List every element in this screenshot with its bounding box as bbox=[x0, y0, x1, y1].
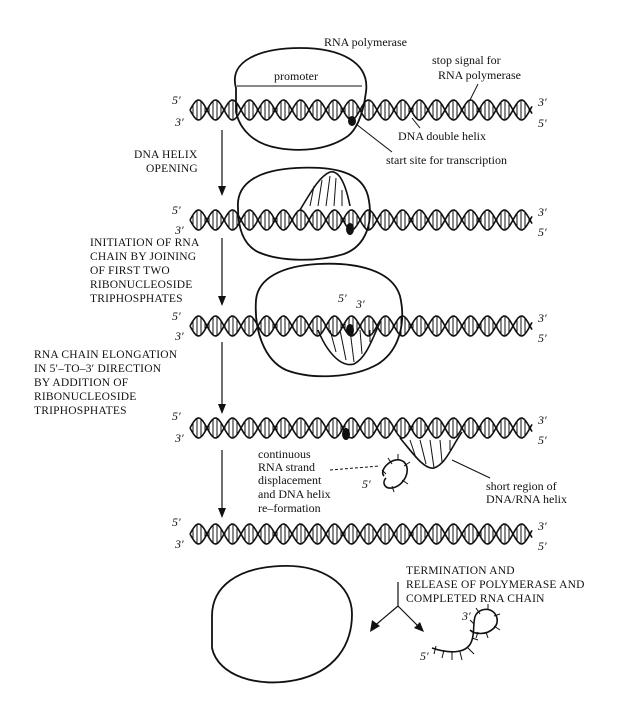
initiation-caption-1: INITIATION OF RNA bbox=[90, 237, 200, 249]
open-bubble-lines bbox=[309, 175, 343, 207]
nascent-rna-chain-4 bbox=[381, 459, 408, 489]
start-site-mark bbox=[348, 116, 356, 126]
release-arrow-head-left bbox=[370, 620, 380, 632]
h3-right-5: 5′ bbox=[538, 331, 547, 345]
elongation-caption-4: RIBONUCLEOSIDE bbox=[34, 391, 136, 403]
stage-4-elongation: 5′ continuous RNA strand displacement an… bbox=[258, 428, 567, 515]
continuous-label-4: and DNA helix bbox=[258, 487, 331, 501]
continuous-pointer bbox=[329, 465, 381, 471]
rna-5-end-label: 5′ bbox=[338, 291, 347, 305]
first-nucleotides-mark bbox=[346, 324, 354, 336]
rna-5-end-label-final: 5′ bbox=[420, 649, 429, 663]
arrow-3-head bbox=[218, 404, 226, 414]
arrow-1-head bbox=[218, 186, 226, 196]
elongation-caption-5: TRIPHOSPHATES bbox=[34, 405, 127, 417]
h5-left-5: 5′ bbox=[172, 515, 181, 529]
h2-left-5: 5′ bbox=[172, 203, 181, 217]
dna-helix-3 bbox=[189, 315, 533, 337]
elongation-caption-2: IN 5′–TO–3′ DIRECTION bbox=[34, 363, 162, 375]
stop-signal-pointer bbox=[469, 83, 479, 101]
release-arrow-head-right bbox=[414, 622, 424, 632]
start-site-mark-2 bbox=[346, 223, 354, 235]
open-bubble-top bbox=[299, 171, 351, 211]
rna-chain-ticks bbox=[381, 454, 411, 493]
termination-label-2: RELEASE OF POLYMERASE AND bbox=[406, 579, 585, 591]
h2-right-5: 5′ bbox=[538, 225, 547, 239]
initiation-caption-4: RIBONUCLEOSIDE bbox=[90, 279, 192, 291]
h5-right-5: 5′ bbox=[538, 539, 547, 553]
stage-3-initiation: 5′ 3′ bbox=[254, 262, 404, 378]
initiation-caption-3: OF FIRST TWO bbox=[90, 265, 170, 277]
promoter-label: promoter bbox=[274, 69, 318, 83]
h4-right-3: 3′ bbox=[537, 413, 547, 427]
h3-right-3: 3′ bbox=[537, 311, 547, 325]
released-polymerase bbox=[211, 565, 353, 684]
opening-caption-2: OPENING bbox=[146, 163, 198, 175]
arrow-4-head bbox=[218, 508, 226, 518]
h1-left-5: 5′ bbox=[172, 93, 181, 107]
h1-right-5: 5′ bbox=[538, 116, 547, 130]
dna-helices bbox=[189, 99, 533, 545]
dna-double-helix-label: DNA double helix bbox=[398, 129, 486, 143]
open-bubble-bottom bbox=[317, 321, 381, 366]
h4-right-5: 5′ bbox=[538, 433, 547, 447]
dna-helix-2 bbox=[189, 209, 533, 231]
short-region-pointer bbox=[451, 459, 491, 479]
continuous-label-1: continuous bbox=[258, 447, 311, 461]
h3-left-5: 5′ bbox=[172, 309, 181, 323]
stage-6-termination: 3′ 5′ TERMINATION AND RELEASE OF POLYMER… bbox=[211, 565, 585, 684]
start-site-pointer bbox=[355, 123, 393, 153]
arrow-2-head bbox=[218, 296, 226, 306]
h4-left-5: 5′ bbox=[172, 409, 181, 423]
dna-helix-4 bbox=[189, 417, 533, 439]
rna-polymerase-outline-1 bbox=[233, 47, 368, 151]
bubble-lines-4 bbox=[409, 439, 451, 469]
short-region-label-1: short region of bbox=[486, 479, 557, 493]
elongation-caption-1: RNA CHAIN ELONGATION bbox=[34, 349, 178, 361]
h5-right-3: 3′ bbox=[537, 519, 547, 533]
continuous-label-5: re–formation bbox=[258, 501, 321, 515]
h4-left-3: 3′ bbox=[174, 431, 184, 445]
helix-end-labels: 5′ 3′ 3′ 5′ 5′ 3′ 3′ 5′ 5′ 3′ 3′ 5′ 5′ 3… bbox=[172, 93, 547, 553]
opening-caption-1: DNA HELIX bbox=[134, 149, 198, 161]
dna-helix-pointer bbox=[411, 117, 421, 129]
process-arrows bbox=[218, 130, 226, 518]
h1-right-3: 3′ bbox=[537, 95, 547, 109]
h5-left-3: 3′ bbox=[174, 537, 184, 551]
h2-right-3: 3′ bbox=[537, 205, 547, 219]
continuous-label-3: displacement bbox=[258, 473, 322, 487]
rna-displacement-mark bbox=[342, 428, 350, 440]
step-captions: DNA HELIX OPENING INITIATION OF RNA CHAI… bbox=[34, 149, 200, 417]
termination-label-3: COMPLETED RNA CHAIN bbox=[406, 593, 545, 605]
dna-helix-1 bbox=[189, 99, 533, 121]
rna-polymerase-label: RNA polymerase bbox=[324, 35, 407, 49]
initiation-caption-5: TRIPHOSPHATES bbox=[90, 293, 183, 305]
elongation-caption-3: BY ADDITION OF bbox=[34, 377, 128, 389]
completed-rna-ticks bbox=[433, 604, 501, 661]
initiation-caption-2: CHAIN BY JOINING bbox=[90, 251, 196, 263]
h3-left-3: 3′ bbox=[174, 329, 184, 343]
rna-polymerase-outline-3 bbox=[254, 262, 404, 378]
termination-label-1: TERMINATION AND bbox=[406, 565, 515, 577]
rna-3-end-label: 3′ bbox=[355, 297, 365, 311]
open-bubble-lines-3 bbox=[329, 329, 371, 363]
rna-5-end-label-4: 5′ bbox=[362, 477, 371, 491]
h2-left-3: 3′ bbox=[174, 223, 184, 237]
rna-3-end-label-final: 3′ bbox=[461, 609, 471, 623]
stage-1-polymerase-binding: promoter RNA polymerase stop signal for … bbox=[233, 35, 521, 167]
stop-signal-label-2: RNA polymerase bbox=[438, 68, 521, 82]
dna-helix-5 bbox=[189, 523, 533, 545]
stage-2-helix-opening bbox=[237, 166, 371, 261]
rna-polymerase-outline-2 bbox=[237, 166, 371, 261]
short-region-label-2: DNA/RNA helix bbox=[486, 492, 567, 506]
continuous-label-2: RNA strand bbox=[258, 460, 315, 474]
h1-left-3: 3′ bbox=[174, 115, 184, 129]
stop-signal-label-1: stop signal for bbox=[432, 53, 501, 67]
start-site-label: start site for transcription bbox=[386, 153, 507, 167]
